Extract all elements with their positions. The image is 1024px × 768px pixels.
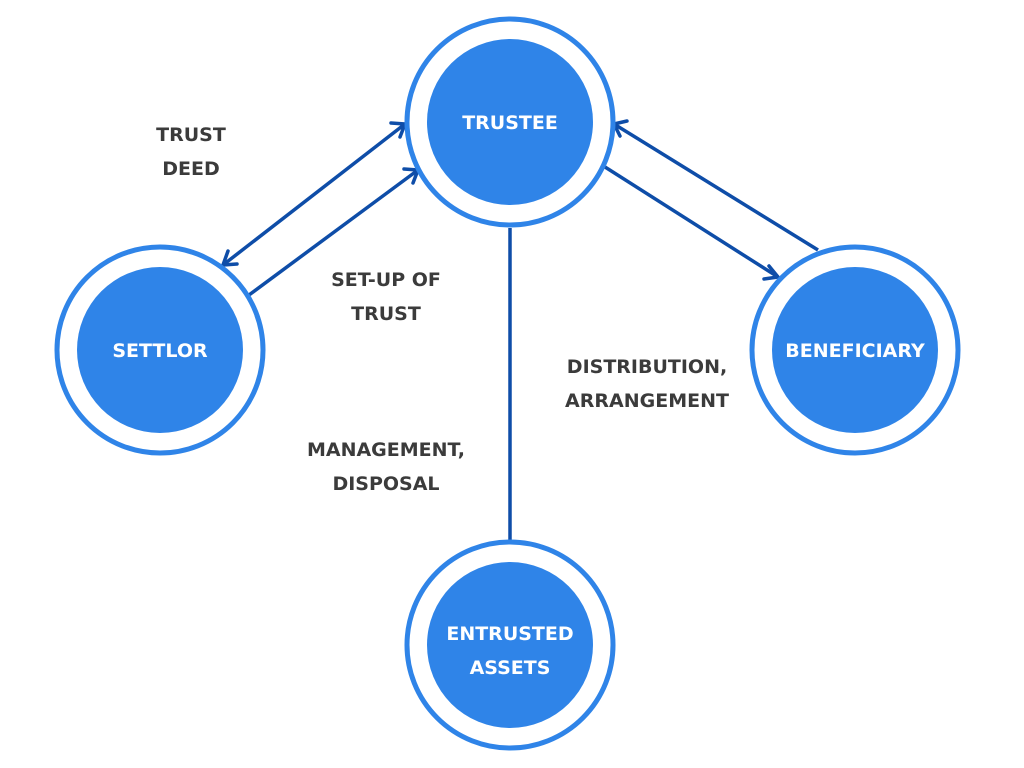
- beneficiary-node-fill: [772, 267, 938, 433]
- trust-deed-arrow: [221, 122, 407, 267]
- entrusted-assets-node-fill: [427, 562, 593, 728]
- trust-deed-arrowhead-settlor: [221, 249, 239, 267]
- trust-deed-label-line2: DEED: [162, 158, 220, 180]
- beneficiary-label: BENEFICIARY: [785, 340, 925, 362]
- setup-label-line1: SET-UP OF: [331, 269, 441, 291]
- distribution-arrowhead: [762, 264, 780, 281]
- entrusted-assets-label-line2: ASSETS: [470, 657, 551, 679]
- trustee-node-fill: [427, 39, 593, 205]
- management-label-line1: MANAGEMENT,: [307, 439, 465, 461]
- distribution-label-line1: DISTRIBUTION,: [567, 356, 727, 378]
- trustee-label: TRUSTEE: [462, 112, 558, 134]
- entrusted-assets-node: ENTRUSTED ASSETS: [404, 539, 616, 751]
- entrusted-assets-label-line1: ENTRUSTED: [446, 623, 573, 645]
- trust-deed-label-line1: TRUST: [156, 124, 226, 146]
- settlor-node: SETTLOR: [54, 244, 266, 456]
- setup-arrow: [247, 168, 420, 297]
- distribution-label-line2: ARRANGEMENT: [565, 390, 729, 412]
- distribution-arrow: [604, 165, 779, 279]
- beneficiary-node: BENEFICIARY: [749, 244, 961, 456]
- management-label-line2: DISPOSAL: [332, 473, 439, 495]
- settlor-label: SETTLOR: [112, 340, 208, 362]
- settlor-node-fill: [77, 267, 243, 433]
- setup-label-line2: TRUST: [351, 303, 421, 325]
- trustee-node: TRUSTEE: [404, 16, 616, 228]
- connectors: [221, 119, 819, 540]
- beneficiary-return-arrow: [613, 122, 819, 252]
- edge-labels: TRUST DEED SET-UP OF TRUST DISTRIBUTION,…: [156, 124, 729, 495]
